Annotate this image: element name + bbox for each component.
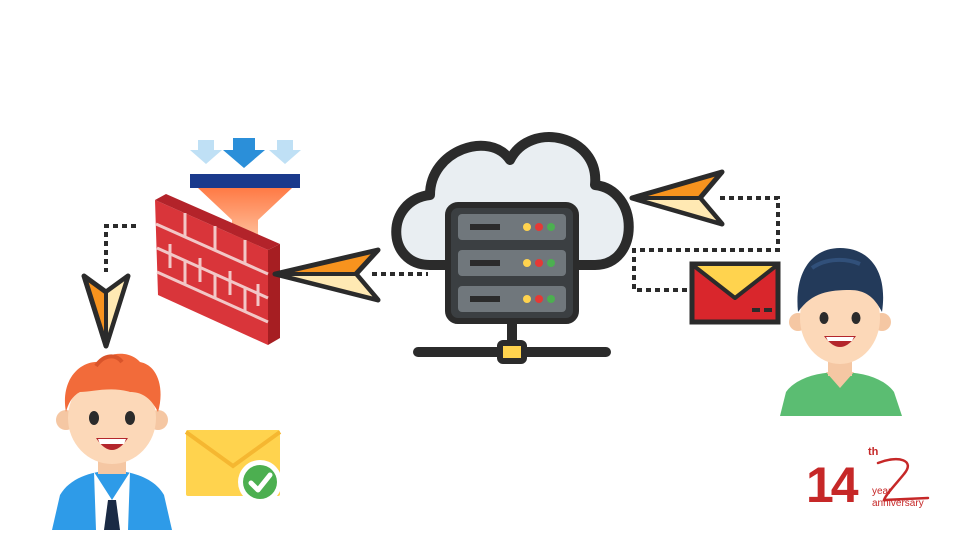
arrow-sender-to-server (629, 169, 780, 292)
logo-line2: anniversary (872, 498, 924, 509)
recipient-avatar (52, 353, 172, 530)
logo-line1: year (872, 486, 892, 497)
brick-wall (155, 194, 280, 345)
server-rack (445, 202, 579, 324)
down-arrows-icon (190, 138, 301, 168)
logo-suffix: th (868, 446, 879, 458)
arrow-server-to-firewall (272, 247, 428, 303)
firewall-funnel-icon (155, 138, 301, 345)
anniversary-logo: 14 th year anniversary (806, 446, 930, 513)
arrow-firewall-to-recipient (81, 224, 136, 349)
delivered-envelope-icon (184, 430, 282, 504)
check-badge-icon (238, 460, 282, 504)
sender-avatar (780, 248, 902, 416)
red-envelope-icon (689, 261, 781, 325)
logo-number: 14 (806, 457, 859, 513)
cloud-server-icon (391, 132, 634, 364)
